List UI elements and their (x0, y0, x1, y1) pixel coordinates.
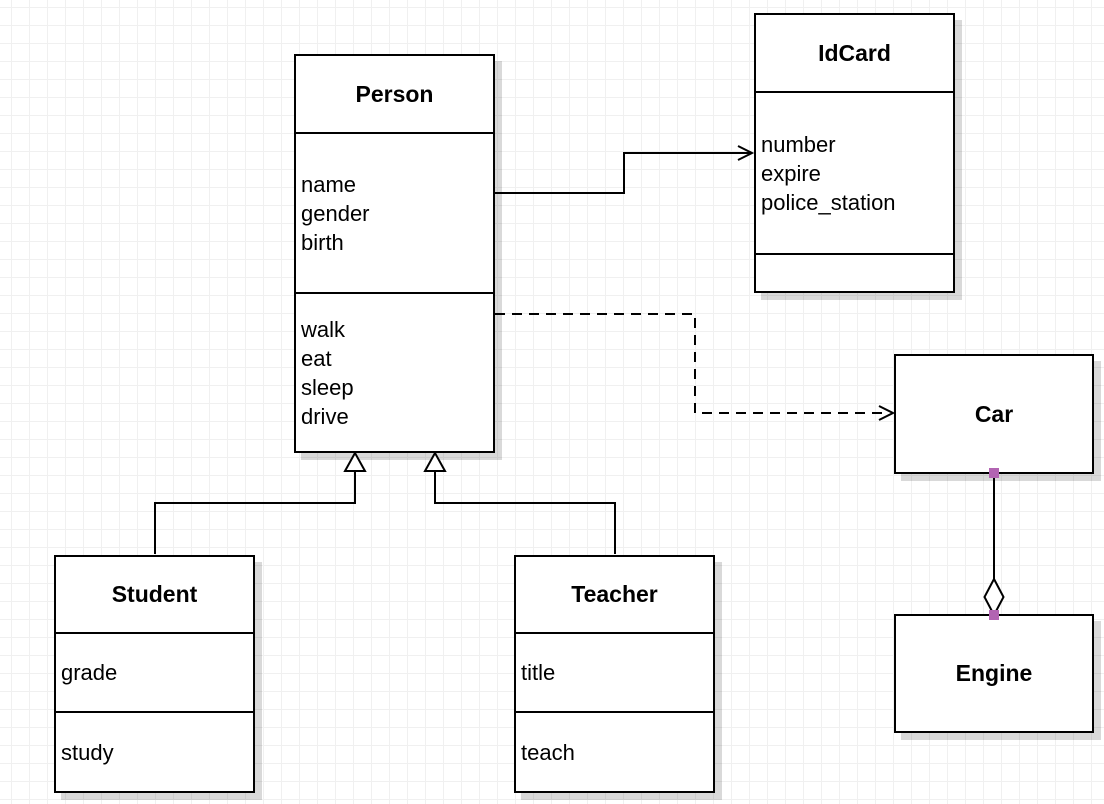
class-teacher-attributes: title (516, 634, 713, 713)
class-student-methods: study (61, 739, 114, 765)
open-arrow-icon (878, 405, 896, 421)
class-person-title: Person (296, 56, 493, 134)
class-idcard-methods (756, 255, 953, 291)
class-student-title: Student (56, 557, 253, 634)
hollow-triangle-arrow-icon (423, 450, 447, 472)
class-teacher-title: Teacher (516, 557, 713, 634)
hollow-triangle-arrow-icon (343, 450, 367, 472)
class-engine[interactable]: Engine (894, 614, 1094, 733)
class-student[interactable]: Student grade study (54, 555, 255, 793)
class-car-title: Car (974, 400, 1014, 427)
class-person[interactable]: Person name gender birth walk eat sleep … (294, 54, 495, 453)
class-teacher[interactable]: Teacher title teach (514, 555, 715, 793)
open-arrow-icon (737, 145, 755, 161)
association-edge-person-idcard[interactable] (495, 145, 755, 194)
class-idcard[interactable]: IdCard number expire police_station (754, 13, 955, 293)
aggregation-edge-car-engine[interactable] (983, 468, 1005, 620)
class-person-attributes: name gender birth (296, 134, 493, 294)
class-idcard-title: IdCard (756, 15, 953, 93)
dependency-edge-person-car[interactable] (495, 313, 896, 421)
class-person-methods: walk eat sleep drive (301, 316, 354, 429)
class-student-attributes: grade (56, 634, 253, 713)
generalization-edge-teacher-person[interactable] (423, 450, 616, 554)
class-engine-title: Engine (955, 660, 1033, 686)
class-teacher-methods: teach (521, 739, 575, 765)
class-idcard-attributes: number expire police_station (756, 93, 953, 255)
generalization-edge-student-person[interactable] (154, 450, 367, 554)
class-car[interactable]: Car (894, 354, 1094, 474)
